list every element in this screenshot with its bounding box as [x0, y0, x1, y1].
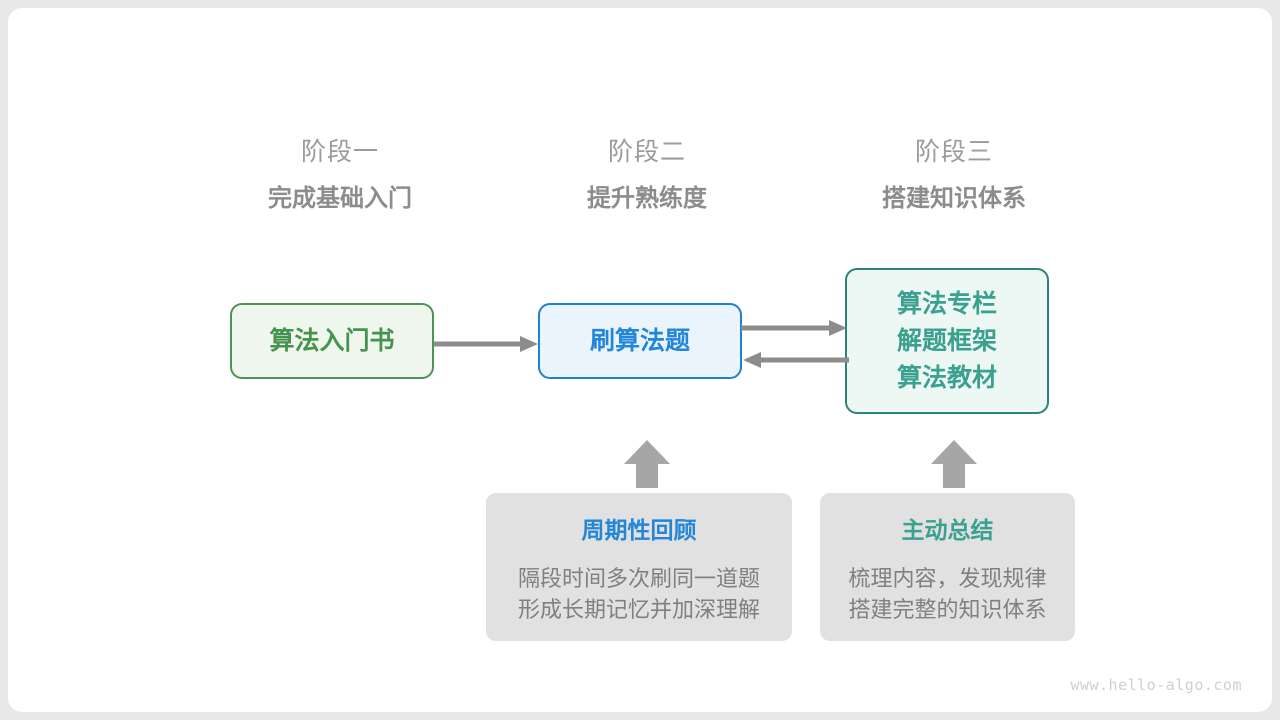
stage-3-number: 阶段三	[914, 138, 993, 166]
stage-2-number: 阶段二	[607, 138, 686, 166]
watermark: www.hello-algo.com	[1070, 676, 1242, 694]
note-periodic-review-body: 隔段时间多次刷同一道题 形成长期记忆并加深理解	[517, 566, 760, 622]
node-knowledge-line-1: 算法专栏	[896, 289, 997, 318]
stage-1-number: 阶段一	[300, 138, 379, 166]
arrow-review-up	[622, 438, 672, 490]
stage-header-2: 阶段二 提升熟练度	[517, 136, 777, 215]
arrow-book-to-practice	[434, 328, 540, 360]
node-practice-problems-label: 刷算法题	[589, 326, 690, 355]
node-intro-book-label: 算法入门书	[269, 326, 395, 355]
node-knowledge-line-3: 算法教材	[896, 363, 997, 392]
stage-1-title: 完成基础入门	[268, 185, 412, 212]
arrow-practice-to-system	[741, 312, 849, 344]
node-knowledge-line-2: 解题框架	[896, 326, 997, 355]
arrow-system-to-practice	[741, 344, 849, 376]
note-active-summary-title: 主动总结	[901, 517, 994, 543]
node-practice-problems[interactable]: 刷算法题	[538, 303, 742, 379]
stage-3-title: 搭建知识体系	[882, 185, 1026, 212]
stage-2-title: 提升熟练度	[587, 185, 707, 212]
stage-header-1: 阶段一 完成基础入门	[210, 136, 470, 215]
node-knowledge-system[interactable]: 算法专栏 解题框架 算法教材	[845, 268, 1049, 414]
note-periodic-review[interactable]: 周期性回顾 隔段时间多次刷同一道题 形成长期记忆并加深理解	[486, 493, 792, 641]
arrow-summary-up	[929, 438, 979, 490]
node-intro-book[interactable]: 算法入门书	[230, 303, 434, 379]
diagram-canvas: 阶段一 完成基础入门 阶段二 提升熟练度 阶段三 搭建知识体系 算法入门书 刷算…	[8, 8, 1272, 712]
stage-header-3: 阶段三 搭建知识体系	[824, 136, 1084, 215]
note-periodic-review-title: 周期性回顾	[581, 517, 697, 543]
note-active-summary[interactable]: 主动总结 梳理内容，发现规律 搭建完整的知识体系	[820, 493, 1075, 641]
note-active-summary-body: 梳理内容，发现规律 搭建完整的知识体系	[848, 566, 1047, 622]
